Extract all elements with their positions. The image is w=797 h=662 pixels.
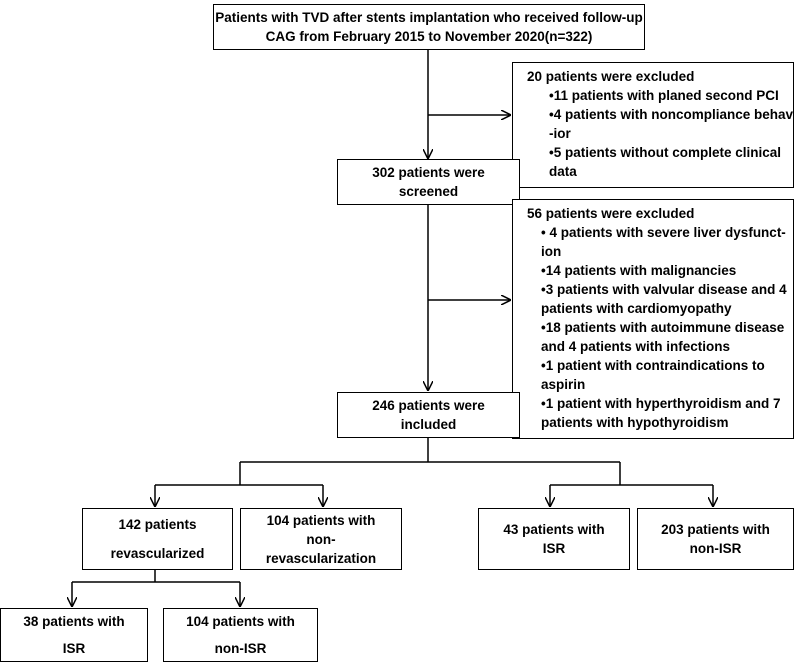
box-revascularized: 142 patients revascularized (82, 508, 233, 570)
exclusion-2-item: aspirin (541, 377, 586, 392)
box-isr-43-line-1: 43 patients with (503, 522, 605, 537)
box-initial-patients: Patients with TVD after stents implantat… (213, 4, 645, 50)
box-nonisr-203-line-1: 203 patients with (661, 522, 770, 537)
box-revascularized-line-1: 142 patients (118, 517, 197, 532)
exclusion-2-item: • 4 patients with severe liver dysfunct- (541, 225, 786, 240)
box-screened: 302 patients were screened (337, 159, 520, 205)
exclusion-2-item: •18 patients with autoimmune disease (541, 320, 785, 335)
exclusion-1-heading: 20 patients were excluded (527, 69, 695, 84)
exclusion-1-item: -ior (549, 126, 571, 141)
exclusion-2-item: ion (541, 244, 562, 259)
box-nonisr-203-line-2: non-ISR (689, 541, 742, 556)
box-nonrevasc-line-1: 104 patients with (266, 512, 376, 528)
box-isr-43: 43 patients with ISR (478, 508, 630, 570)
exclusion-2-item: and 4 patients with infections (541, 339, 731, 354)
exclusion-2-heading: 56 patients were excluded (527, 206, 695, 221)
box-screened-line-2: screened (398, 184, 459, 199)
box-included-line-2: included (400, 417, 457, 432)
exclusion-2-item: patients with hypothyroidism (541, 415, 729, 430)
box-isr-43-line-2: ISR (542, 541, 566, 556)
box-included-line-1: 246 patients were (372, 398, 485, 413)
box-nonisr-104-line-2: non-ISR (214, 641, 267, 656)
box-exclusion-1: 20 patients were excluded •11 patients w… (512, 62, 794, 188)
exclusion-2-item: •1 patient with contraindications to (541, 358, 765, 373)
exclusion-1-item: •5 patients without complete clinical (549, 145, 782, 160)
exclusion-1-item: •11 patients with planed second PCI (549, 88, 779, 103)
box-nonisr-104-line-1: 104 patients with (186, 614, 295, 629)
box-nonisr-104: 104 patients with non-ISR (163, 608, 318, 662)
exclusion-2-item: •3 patients with valvular disease and 4 (541, 282, 787, 297)
exclusion-1-item: •4 patients with noncompliance behav (549, 107, 794, 122)
box-nonrevasc-line-3: revascularization (265, 550, 377, 566)
exclusion-2-item: patients with cardiomyopathy (541, 301, 732, 316)
exclusion-2-item: •14 patients with malignancies (541, 263, 737, 278)
box-included: 246 patients were included (337, 392, 520, 438)
box-isr-38: 38 patients with ISR (0, 608, 148, 662)
box-initial-line-2: CAG from February 2015 to November 2020(… (265, 29, 593, 44)
box-nonisr-203: 203 patients with non-ISR (637, 508, 794, 570)
box-isr-38-line-2: ISR (62, 641, 86, 656)
box-screened-line-1: 302 patients were (372, 165, 485, 180)
box-exclusion-2: 56 patients were excluded • 4 patients w… (512, 199, 794, 439)
box-nonrevasc-line-2: non- (306, 531, 336, 547)
box-nonrevascularization: 104 patients with non- revascularization (240, 508, 402, 570)
box-revascularized-line-2: revascularized (110, 546, 205, 561)
exclusion-2-item: •1 patient with hyperthyroidism and 7 (541, 396, 781, 411)
box-isr-38-line-1: 38 patients with (23, 614, 125, 629)
box-initial-line-1: Patients with TVD after stents implantat… (215, 10, 643, 25)
exclusion-1-item: data (549, 164, 577, 179)
